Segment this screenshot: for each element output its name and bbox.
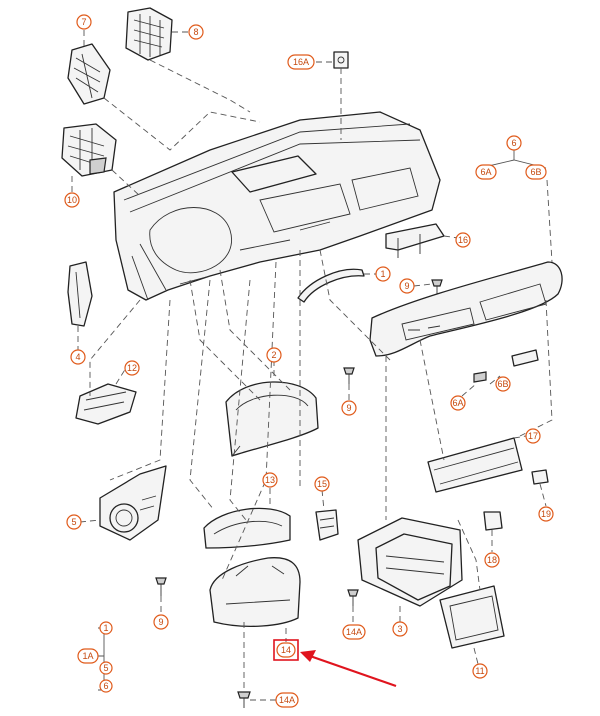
svg-text:9: 9 (158, 617, 163, 627)
callout-2: 2 (266, 347, 282, 363)
svg-text:16: 16 (458, 235, 468, 245)
svg-text:9: 9 (346, 403, 351, 413)
callout-3: 3 (392, 621, 408, 637)
part-17-glovebox-frame (427, 437, 523, 493)
svg-text:1: 1 (380, 269, 385, 279)
callout-17: 17 (525, 428, 541, 444)
svg-text:12: 12 (127, 363, 137, 373)
callout-14a-bottom: 14A (275, 692, 299, 708)
dashboard-carrier (113, 111, 441, 301)
callout-7: 7 (76, 14, 92, 30)
callouts: 7 8 16A 10 6 6A 6B 16 1 9 4 12 2 9 6B 6A… (64, 14, 554, 708)
part-7-side-vent (67, 43, 111, 105)
part-9-screw-mid (431, 279, 443, 294)
callout-14a-mid: 14A (342, 624, 366, 640)
svg-text:11: 11 (475, 666, 484, 676)
part-14-column-lower-cover (209, 557, 301, 628)
svg-text:5: 5 (103, 663, 108, 673)
callout-14: 14 (276, 642, 296, 658)
callout-6a-top: 6A (475, 164, 497, 180)
svg-text:6: 6 (103, 681, 108, 691)
part-11-glovebox-door (439, 585, 505, 649)
part-9-screw-left (343, 367, 355, 384)
callout-6a-mid: 6A (450, 395, 466, 411)
svg-text:9: 9 (404, 281, 409, 291)
svg-text:18: 18 (487, 555, 497, 565)
callout-8: 8 (188, 24, 204, 40)
callout-10: 10 (64, 192, 80, 208)
svg-text:7: 7 (81, 17, 86, 27)
callout-4: 4 (70, 349, 86, 365)
callout-6b-mid: 6B (495, 376, 511, 392)
part-9-screw-bottom (155, 577, 167, 596)
part-1-handle (297, 268, 365, 303)
svg-text:2: 2 (271, 350, 276, 360)
svg-text:6B: 6B (530, 167, 541, 177)
svg-text:3: 3 (397, 624, 402, 634)
callout-1a: 1A (77, 648, 99, 664)
callout-12: 12 (124, 360, 140, 376)
part-2-cluster-cover (225, 381, 319, 457)
svg-text:16A: 16A (293, 57, 309, 67)
svg-text:10: 10 (67, 195, 77, 205)
callout-9-mid: 9 (399, 278, 415, 294)
part-4-side-panel (67, 261, 93, 327)
part-12-storage-tray (75, 383, 137, 425)
part-13-column-upper-cover (203, 507, 291, 549)
callout-5: 5 (66, 514, 82, 530)
callout-9-left: 9 (341, 400, 357, 416)
callout-11: 11 (472, 663, 488, 679)
svg-text:6A: 6A (452, 398, 463, 408)
part-3-glovebox (357, 517, 463, 607)
callout-6b-top: 6B (525, 164, 547, 180)
svg-text:1: 1 (103, 623, 108, 633)
part-6-dash-trim (369, 261, 563, 357)
part-5-vent-bezel (99, 465, 167, 541)
part-6a-6b-connectors (473, 349, 539, 383)
callout-9-bottom: 9 (153, 614, 169, 630)
svg-text:13: 13 (265, 475, 275, 485)
svg-text:15: 15 (317, 479, 327, 489)
part-15-clip (315, 509, 339, 541)
svg-text:5: 5 (71, 517, 76, 527)
svg-text:1A: 1A (82, 651, 93, 661)
part-16a-clip (333, 51, 349, 69)
callout-1: 1 (375, 266, 391, 282)
callout-15: 15 (314, 476, 330, 492)
part-14a-screw-mid (347, 589, 359, 606)
highlight-part-14 (273, 639, 397, 688)
part-19-knob (531, 469, 549, 485)
svg-text:4: 4 (75, 352, 80, 362)
svg-text:6B: 6B (497, 379, 508, 389)
callout-6-legend: 6 (99, 679, 113, 693)
callout-1-legend: 1 (99, 621, 113, 635)
svg-text:6: 6 (511, 138, 516, 148)
callout-6: 6 (506, 135, 522, 151)
svg-text:14: 14 (281, 645, 291, 655)
part-16-bracket (385, 223, 445, 258)
callout-18: 18 (484, 552, 500, 568)
part-10-air-vent-housing (61, 123, 117, 177)
part-8-vent-bracket (125, 7, 173, 61)
leader-lines (71, 30, 553, 701)
svg-text:14A: 14A (279, 695, 295, 705)
svg-text:14A: 14A (346, 627, 362, 637)
svg-text:17: 17 (528, 431, 538, 441)
callout-13: 13 (262, 472, 278, 488)
svg-text:6A: 6A (480, 167, 491, 177)
svg-text:8: 8 (193, 27, 198, 37)
callout-5-legend: 5 (99, 661, 113, 675)
callout-16a: 16A (287, 54, 315, 70)
part-14a-screw-bottom (237, 691, 251, 708)
callout-16: 16 (455, 232, 471, 248)
callout-19: 19 (538, 506, 554, 522)
svg-text:19: 19 (541, 509, 551, 519)
part-18-clip (483, 511, 503, 531)
